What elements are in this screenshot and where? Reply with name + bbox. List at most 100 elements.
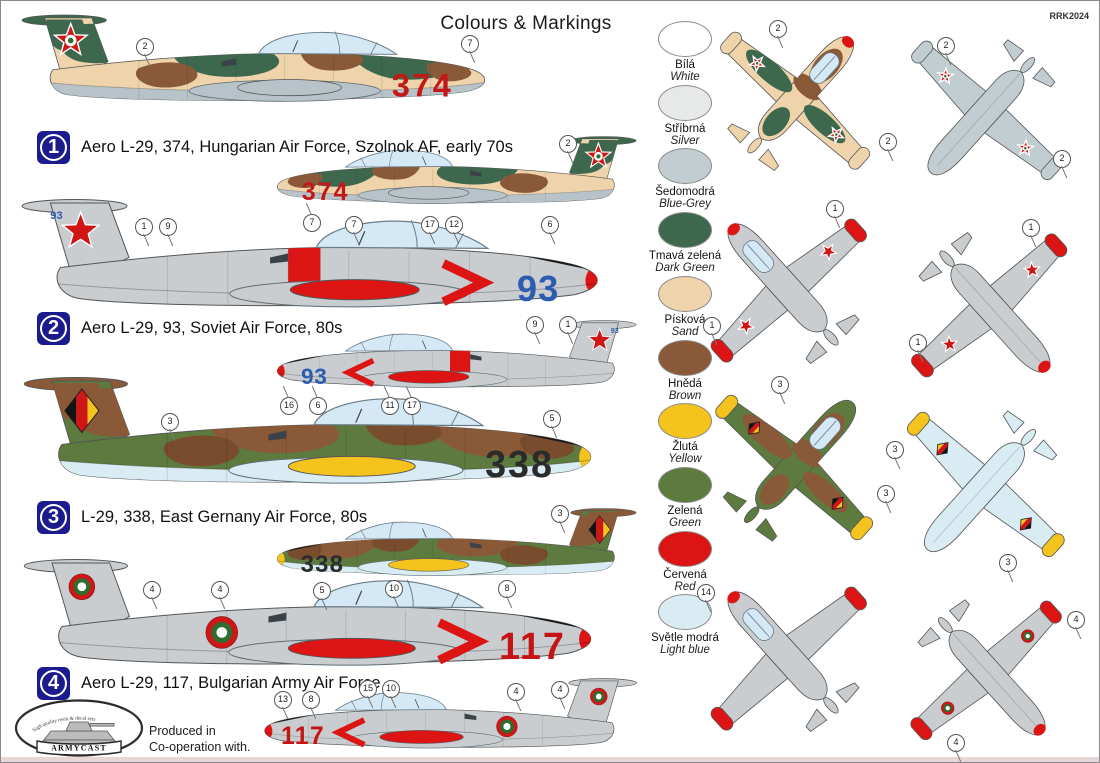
svg-text:93: 93 xyxy=(301,364,327,389)
callout-10: 10 xyxy=(382,680,400,709)
callout-1: 1 xyxy=(135,218,153,247)
color-name-english: Dark Green xyxy=(655,262,715,275)
callout-2: 2 xyxy=(1053,150,1071,179)
callout-8: 8 xyxy=(302,691,320,720)
callout-17: 17 xyxy=(421,216,439,245)
scheme2-plan-view-top xyxy=(693,195,889,391)
aircraft-side-profile: 374 xyxy=(21,14,486,103)
callout-17: 17 xyxy=(403,385,421,415)
color-name-czech: Hnědá xyxy=(668,377,702,390)
aircraft-side-profile: 338 xyxy=(23,376,592,485)
scheme3-side-profile-opposite: 338 xyxy=(249,507,641,590)
color-name-czech: Červená xyxy=(663,568,707,581)
callout-9: 9 xyxy=(526,316,544,345)
produced-line-1: Produced in xyxy=(149,724,216,738)
color-name-czech: Písková xyxy=(664,313,706,326)
svg-text:93: 93 xyxy=(611,328,619,335)
callout-2: 2 xyxy=(937,37,955,66)
callout-5: 5 xyxy=(313,582,331,611)
color-swatch-red xyxy=(658,530,712,567)
armycast-logo-holder: high quality resin & decal sets ARMYCAST xyxy=(13,699,145,759)
aircraft-plan-view xyxy=(911,232,1068,378)
aircraft-side-profile: 338 xyxy=(276,508,637,578)
callout-8: 8 xyxy=(498,580,516,609)
color-name-czech: Světle modrá xyxy=(651,632,719,645)
scheme4-plan-view-bottom xyxy=(889,573,1079,762)
callout-6: 6 xyxy=(309,385,327,415)
sheet-bottom-edge xyxy=(1,757,1099,762)
color-swatch-brown xyxy=(658,339,712,376)
callout-3: 3 xyxy=(999,554,1017,583)
callout-15: 15 xyxy=(359,680,377,709)
armycast-logo: high quality resin & decal sets ARMYCAST xyxy=(14,699,144,757)
svg-text:338: 338 xyxy=(485,443,554,485)
scheme-caption-text: L-29, 338, East Gernany Air Force, 80s xyxy=(81,508,368,526)
scheme-number-badge: 2 xyxy=(37,312,70,345)
callout-2: 2 xyxy=(559,135,577,164)
color-name-czech: Šedomodrá xyxy=(655,186,715,199)
aircraft-plan-view xyxy=(710,586,867,732)
callout-5: 5 xyxy=(543,410,561,439)
aircraft-plan-view xyxy=(911,39,1063,181)
callout-3: 3 xyxy=(161,413,179,442)
callout-3: 3 xyxy=(877,485,895,514)
scheme2-side-profile-opposite: 93 93 xyxy=(249,319,641,402)
scheme3-caption: 3 L-29, 338, East Gernany Air Force, 80s xyxy=(37,501,367,534)
scheme1-side-profile-main: 374 xyxy=(16,13,521,120)
product-code: RRK2024 xyxy=(1049,11,1089,21)
color-name-english: Silver xyxy=(670,134,700,147)
callout-7: 7 xyxy=(303,202,321,232)
aircraft-plan-view xyxy=(910,599,1062,741)
callout-1: 1 xyxy=(909,334,927,363)
callout-4: 4 xyxy=(947,734,965,762)
callout-4: 4 xyxy=(507,683,525,712)
callout-1: 1 xyxy=(703,317,721,346)
color-name-czech: Zelená xyxy=(667,504,703,517)
color-name-english: White xyxy=(670,71,700,84)
scheme-caption-text: Aero L-29, 374, Hungarian Air Force, Szo… xyxy=(81,138,513,156)
aircraft-plan-view xyxy=(715,394,874,542)
svg-text:374: 374 xyxy=(392,67,453,103)
callout-4: 4 xyxy=(1067,611,1085,640)
aircraft-plan-view xyxy=(906,410,1065,558)
callout-3: 3 xyxy=(551,505,569,534)
svg-text:117: 117 xyxy=(281,723,325,750)
color-name-english: Green xyxy=(669,516,701,529)
scheme-number-badge: 1 xyxy=(37,131,70,164)
svg-text:ARMYCAST: ARMYCAST xyxy=(51,744,107,753)
callout-3: 3 xyxy=(771,376,789,405)
scheme4-plan-view-top xyxy=(693,563,889,759)
color-swatch-sand xyxy=(658,275,712,312)
callout-2: 2 xyxy=(769,20,787,49)
color-swatch-blue-grey xyxy=(658,148,712,185)
callout-leader-line xyxy=(887,148,894,162)
color-name-english: Red xyxy=(674,580,696,593)
scheme-number-badge: 3 xyxy=(37,501,70,534)
svg-text:374: 374 xyxy=(302,178,350,206)
scheme3-plan-view-bottom xyxy=(889,383,1087,581)
produced-text: Produced in Co-operation with. xyxy=(149,723,250,756)
aircraft-side-profile: 117 xyxy=(264,678,637,750)
svg-text:93: 93 xyxy=(50,210,62,222)
scheme1-side-profile-opposite: 374 xyxy=(249,135,641,218)
callout-6: 6 xyxy=(541,216,559,245)
callout-2: 2 xyxy=(136,38,154,67)
aircraft-plan-view xyxy=(710,218,867,364)
scheme1-caption: 1 Aero L-29, 374, Hungarian Air Force, Sz… xyxy=(37,131,513,164)
callout-12: 12 xyxy=(445,216,463,245)
color-name-czech: Stříbrná xyxy=(664,122,706,135)
